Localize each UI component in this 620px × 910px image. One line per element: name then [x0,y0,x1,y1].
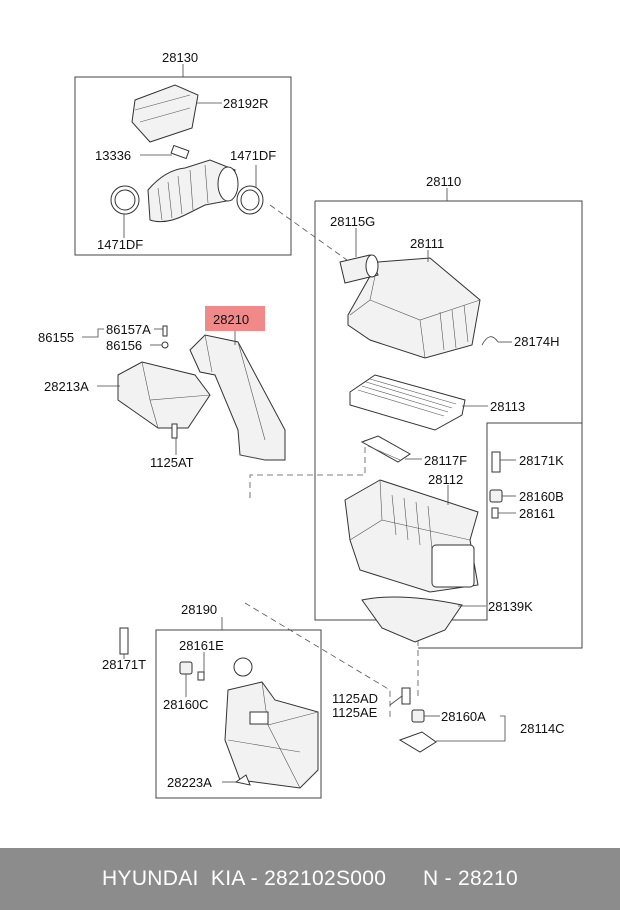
label-1125AD: 1125AD [332,691,378,706]
bolt-1125AD [401,687,411,705]
label-28161E: 28161E [179,638,224,653]
clip-28223A [234,774,251,786]
label-28130: 28130 [162,50,198,65]
label-28139K: 28139K [488,599,533,614]
label-28160B: 28160B [519,489,564,504]
label-28111: 28111 [410,236,444,251]
air-cleaner-body [344,479,479,593]
leader-28114C [436,715,506,742]
part-number-footer: HYUNDAI KIA - 282102S000 N - 28210 [0,848,620,910]
bracket-28114C [398,731,437,753]
label-28117F: 28117F [424,453,467,468]
leader-86155 [82,328,104,338]
label-28115G: 28115G [330,214,375,229]
group-box-28110-lower [418,422,583,649]
pin-28161E [197,671,205,681]
label-86156: 86156 [106,338,142,353]
label-28174H: 28174H [514,334,560,349]
intake-hose-cover [131,84,199,143]
duct-cover-28213A [117,361,211,429]
label-28160C: 28160C [163,697,209,712]
label-28190: 28190 [181,602,217,617]
label-1471DF-right: 1471DF [230,148,276,163]
hose-clamp-right [236,185,264,215]
dash-link-hose [269,204,348,261]
clip-28174H [481,336,499,346]
label-86155: 86155 [38,330,74,345]
hose-clamp-left [110,185,140,215]
air-filter-element [349,374,466,431]
gasket-28117F [360,435,411,463]
bolt-86157A [162,325,168,337]
label-28110: 28110 [426,174,461,189]
bolt-1125AT [171,423,178,439]
washer-86156 [161,341,169,349]
label-13336: 13336 [95,148,131,163]
air-cleaner-cover [347,257,481,359]
label-28112: 28112 [428,472,463,487]
label-28161: 28161 [519,506,555,521]
label-28114C: 28114C [520,721,565,736]
dash-link-duct [249,440,366,498]
grommet-28160B [489,489,503,503]
grommet-28160C [179,661,193,675]
intake-hose [147,159,239,223]
group-box-28190 [155,629,322,799]
bracket-28139K [361,596,463,643]
label-86157A: 86157A [106,322,151,337]
label-28171K: 28171K [519,453,564,468]
leader-1125AD [389,695,403,706]
parts-diagram: 28130 28192R 13336 1471DF 1471DF 28110 2… [38,50,583,799]
label-1471DF-left: 1471DF [97,237,143,252]
grommet-28160A [411,709,425,723]
label-28213A: 28213A [44,379,89,394]
label-1125AE: 1125AE [332,705,378,720]
insulator-28171K [491,451,501,473]
exploded-view: 28130 28192R 13336 1471DF 1471DF 28110 2… [38,50,583,799]
label-28223A: 28223A [167,775,212,790]
label-28160A: 28160A [441,709,486,724]
label-28210: 28210 [213,312,249,327]
footer-text: HYUNDAI KIA - 282102S000 N - 28210 [102,867,518,890]
label-28113: 28113 [490,399,525,414]
part-highlight [205,306,265,331]
resonator-28190 [224,657,319,789]
label-1125AT: 1125AT [150,455,194,470]
label-28192R: 28192R [223,96,269,111]
pin-28161 [491,507,499,519]
clip-13336 [170,144,190,160]
label-28171T: 28171T [102,657,146,672]
bolt-28171T [119,627,129,655]
air-intake-duct-28210 [189,334,286,461]
air-duct-28115G [339,254,379,284]
